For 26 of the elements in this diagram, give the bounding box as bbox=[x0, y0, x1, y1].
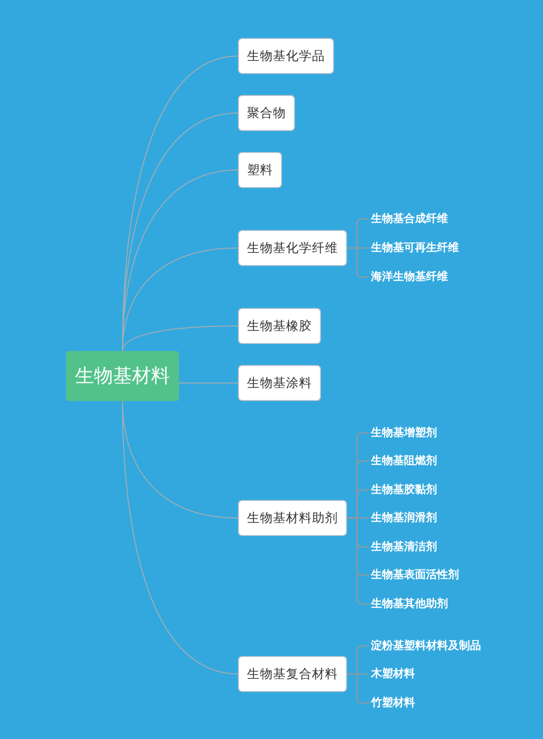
subtopic-text: 生物基润滑剂 bbox=[369, 510, 439, 526]
connector-line bbox=[122, 400, 238, 674]
connector-line bbox=[178, 382, 238, 384]
subtopic-text: 生物基增塑剂 bbox=[369, 425, 439, 441]
topic-box: 生物基复合材料 bbox=[238, 656, 347, 692]
topic-box: 生物基化学品 bbox=[238, 38, 334, 74]
subtopic-text: 生物基可再生纤维 bbox=[369, 240, 461, 256]
subtopic-text: 木塑材料 bbox=[369, 666, 417, 682]
subtopic-text: 生物基其他助剂 bbox=[369, 596, 450, 612]
topic-box: 生物基材料助剂 bbox=[238, 500, 347, 536]
subtopic-text: 海洋生物基纤维 bbox=[369, 269, 450, 285]
subtopic-text: 竹塑材料 bbox=[369, 695, 417, 711]
subtopic-text: 生物基清洁剂 bbox=[369, 539, 439, 555]
subtopic-text: 生物基表面活性剂 bbox=[369, 567, 461, 583]
central-topic-box: 生物基材料 bbox=[66, 351, 179, 401]
topic-box: 生物基涂料 bbox=[238, 365, 321, 401]
connector-line bbox=[122, 248, 238, 352]
topic-box: 聚合物 bbox=[238, 95, 295, 131]
subtopic-text: 生物基阻燃剂 bbox=[369, 453, 439, 469]
subtopic-text: 淀粉基塑料材料及制品 bbox=[369, 638, 483, 654]
subtopic-text: 生物基胶黏剂 bbox=[369, 482, 439, 498]
topic-box: 塑料 bbox=[238, 152, 282, 188]
topic-box: 生物基化学纤维 bbox=[238, 230, 347, 266]
topic-box: 生物基橡胶 bbox=[238, 308, 321, 344]
connector-line bbox=[122, 326, 238, 352]
subtopic-text: 生物基合成纤维 bbox=[369, 211, 450, 227]
